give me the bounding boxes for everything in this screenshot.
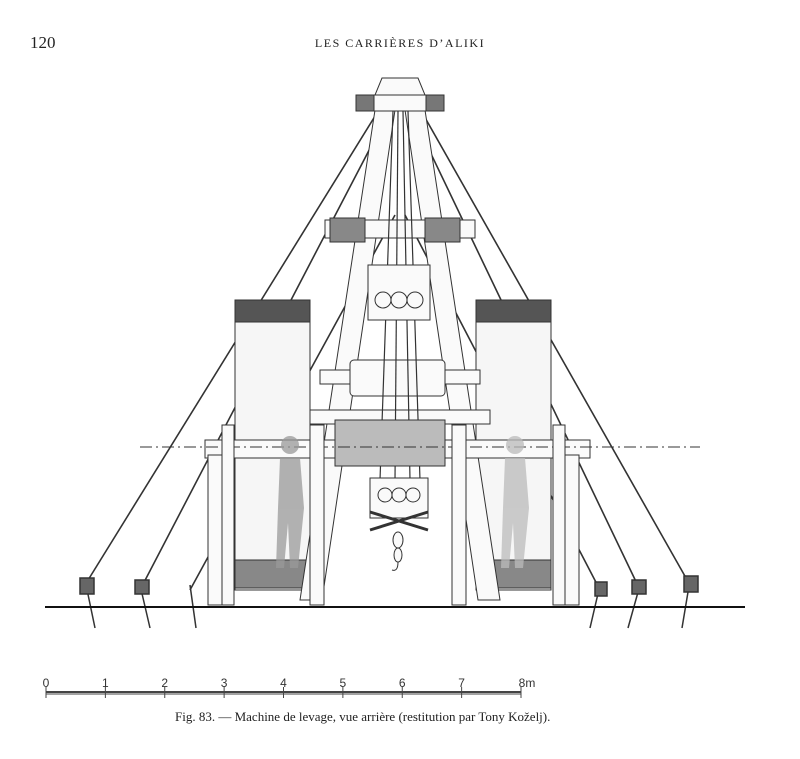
scale-label: 7 [458,676,465,690]
scale-label: 6 [398,676,406,690]
scale-label: 0 [42,676,50,690]
scale-label: 4 [280,676,287,690]
a-frame [299,109,501,601]
human-figures [276,436,529,568]
posts [207,424,580,606]
scale-bar [45,687,522,698]
scale-label: 1 [102,676,109,690]
scale-label: 5 [339,676,347,690]
axle [140,419,700,467]
figure-caption: Fig. 83. — Machine de levage, vue arrièr… [175,709,551,724]
anchor-stakes [79,575,699,629]
running-title: LES CARRIÈRES D’ALIKI [314,36,486,50]
upper-pulley [367,264,431,321]
scale-label: 3 [220,676,228,690]
page-number: 120 [30,33,56,52]
scale-label: 8m [518,676,536,690]
top-cap [329,77,461,243]
lower-pulley-hook [369,477,429,571]
scale-label: 2 [161,676,169,690]
